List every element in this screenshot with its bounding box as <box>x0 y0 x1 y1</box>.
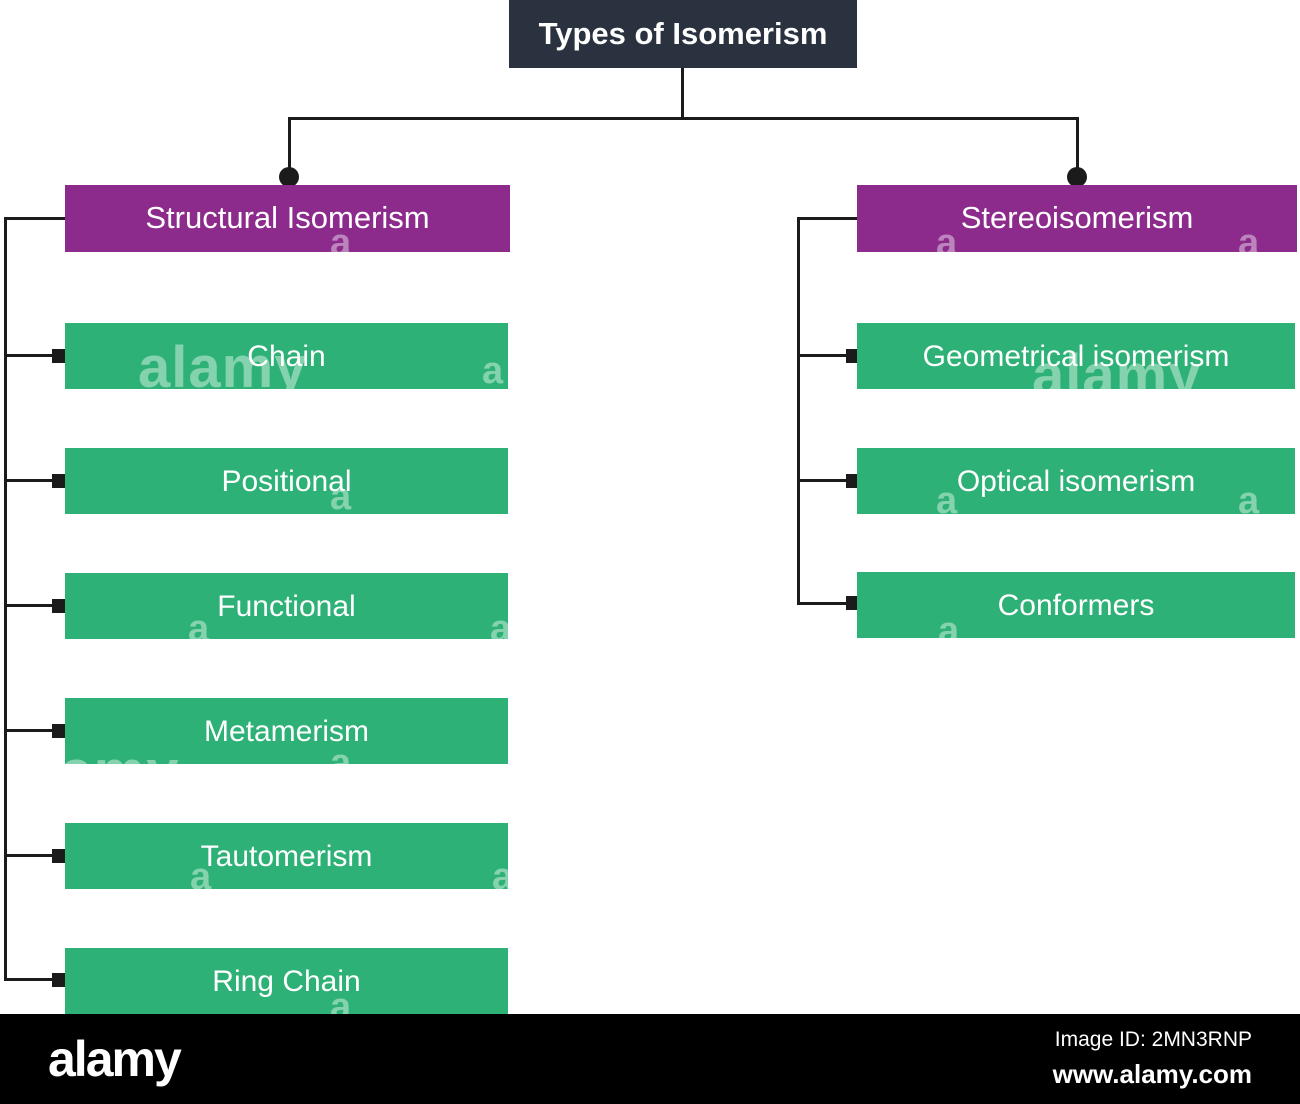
leaf-label: Functional <box>217 589 356 623</box>
right-anchor-3 <box>846 596 860 610</box>
left-anchor-3 <box>52 599 66 613</box>
left-anchor-2 <box>52 474 66 488</box>
connector-main-horizontal <box>288 117 1079 120</box>
leaf-label: Metamerism <box>203 714 369 748</box>
right-trunk <box>797 217 800 605</box>
branch-stereoisomerism: Stereoisomerism <box>857 185 1297 252</box>
branch-label: Structural Isomerism <box>145 200 430 236</box>
branch-structural-isomerism: Structural Isomerism <box>65 185 510 252</box>
right-stub-2 <box>797 479 846 482</box>
right-anchor-2 <box>846 474 860 488</box>
leaf-conformers: Conformers <box>857 572 1295 638</box>
leaf-label: Positional <box>221 464 352 498</box>
leaf-label: Conformers <box>997 588 1155 622</box>
left-anchor-4 <box>52 724 66 738</box>
image-id-text: Image ID: 2MN3RNP <box>1054 1028 1252 1051</box>
left-stub-4 <box>4 729 52 732</box>
footer-bar: alamy Image ID: 2MN3RNP www.alamy.com <box>0 1014 1300 1104</box>
leaf-ring-chain: Ring Chain <box>65 948 508 1014</box>
left-anchor-6 <box>52 973 66 987</box>
connector-right-drop <box>1076 117 1079 172</box>
leaf-label: Optical isomerism <box>956 464 1196 498</box>
leaf-geometrical-isomerism: Geometrical isomerism <box>857 323 1295 389</box>
leaf-optical-isomerism: Optical isomerism <box>857 448 1295 514</box>
leaf-chain: Chain <box>65 323 508 389</box>
left-stub-6 <box>4 978 52 981</box>
branch-label: Stereoisomerism <box>960 200 1194 236</box>
alamy-logo: alamy <box>48 1031 182 1087</box>
leaf-label: Chain <box>247 339 326 373</box>
left-anchor-1 <box>52 349 66 363</box>
right-branch-elbow <box>797 217 857 220</box>
leaf-label: Ring Chain <box>212 964 361 998</box>
footer-info: Image ID: 2MN3RNP www.alamy.com <box>1053 1028 1252 1090</box>
leaf-label: Tautomerism <box>200 839 373 873</box>
leaf-tautomerism: Tautomerism <box>65 823 508 889</box>
right-stub-1 <box>797 354 846 357</box>
leaf-label: Geometrical isomerism <box>922 339 1230 373</box>
left-branch-dot <box>279 167 299 187</box>
left-stub-2 <box>4 479 52 482</box>
connector-root-drop <box>681 68 684 119</box>
left-trunk <box>4 217 7 980</box>
connector-left-drop <box>288 117 291 172</box>
root-label: Types of Isomerism <box>538 15 828 51</box>
left-stub-5 <box>4 854 52 857</box>
root-node: Types of Isomerism <box>509 0 857 68</box>
leaf-functional: Functional <box>65 573 508 639</box>
right-stub-3 <box>797 602 846 605</box>
leaf-metamerism: Metamerism <box>65 698 508 764</box>
left-anchor-5 <box>52 849 66 863</box>
left-stub-3 <box>4 604 52 607</box>
right-anchor-1 <box>846 349 860 363</box>
right-branch-dot <box>1067 167 1087 187</box>
leaf-positional: Positional <box>65 448 508 514</box>
alamy-url-text: www.alamy.com <box>1052 1059 1252 1089</box>
left-branch-elbow <box>4 217 65 220</box>
left-stub-1 <box>4 354 52 357</box>
